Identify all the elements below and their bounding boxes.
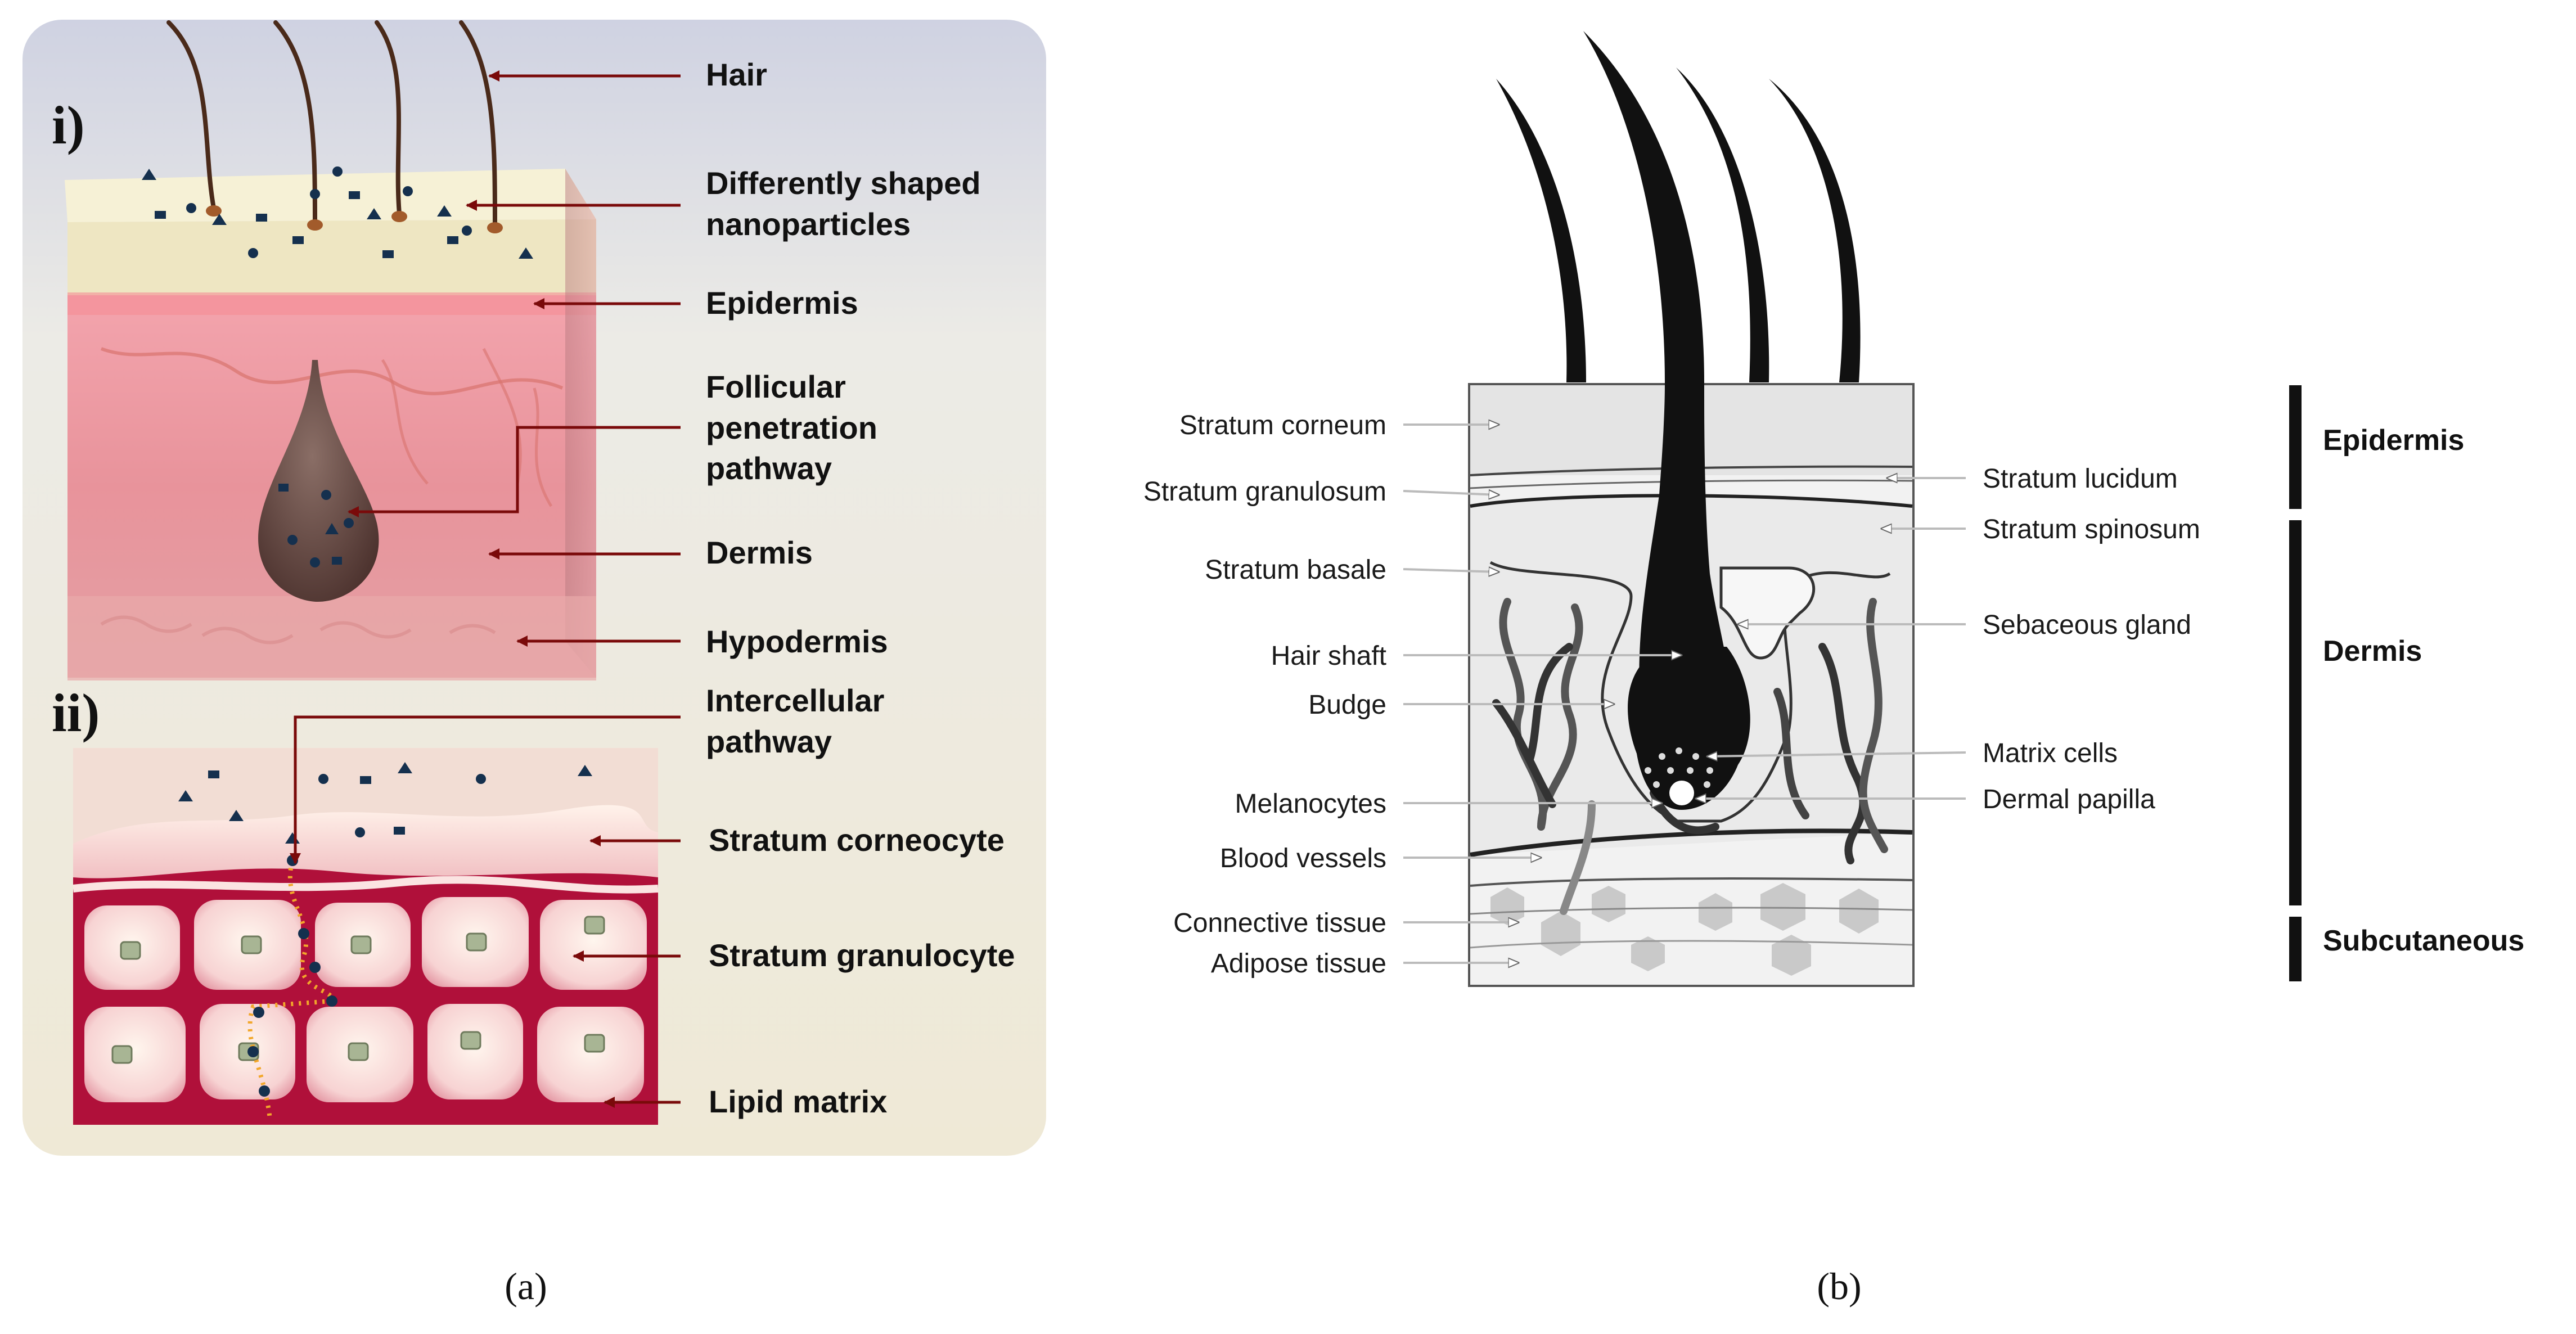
bracket-epidermis	[2289, 385, 2302, 509]
label-hair: Hair	[706, 57, 767, 92]
hypodermis-texture	[100, 615, 496, 645]
label-stratum-granulocyte: Stratum granulocyte	[709, 938, 1015, 973]
label-stratum-granulosum: Stratum granulosum	[1143, 477, 1386, 507]
section-i-label: i)	[52, 95, 85, 155]
matrix-cells	[1645, 747, 1713, 788]
label-dermal-papilla: Dermal papilla	[1983, 785, 2155, 814]
label-stratum-corneum: Stratum corneum	[1179, 411, 1386, 440]
label-blood-vessels: Blood vessels	[1220, 844, 1386, 873]
label-intercellular-pathway: Intercellular pathway	[706, 683, 893, 759]
label-stratum-basale: Stratum basale	[1205, 555, 1386, 585]
label-connective-tissue: Connective tissue	[1173, 908, 1386, 938]
label-stratum-lucidum: Stratum lucidum	[1983, 464, 2178, 494]
adipose-line	[1470, 940, 1913, 949]
adipose-cells	[1490, 883, 1879, 976]
label-matrix-cells: Matrix cells	[1983, 738, 2118, 768]
label-follicular-pathway: Follicular penetration pathway	[706, 369, 886, 486]
caption-a: (a)	[505, 1265, 547, 1308]
label-melanocytes: Melanocytes	[1235, 789, 1386, 819]
bracket-dermis	[2289, 520, 2302, 905]
label-sebaceous-gland: Sebaceous gland	[1983, 610, 2191, 640]
connective-line	[1470, 877, 1913, 887]
layer-brackets	[2289, 385, 2302, 981]
follicle-nanoparticles	[278, 484, 354, 567]
label-lipid-matrix: Lipid matrix	[709, 1084, 887, 1119]
label-hair-shaft: Hair shaft	[1271, 641, 1386, 671]
label-dermis: Dermis	[706, 535, 813, 570]
skin-block	[65, 20, 596, 680]
blood-vessels	[1492, 598, 1888, 915]
label-adipose-tissue: Adipose tissue	[1211, 949, 1386, 979]
dermis-line	[1470, 828, 1913, 857]
label-layer-dermis: Dermis	[2323, 635, 2422, 668]
connective-line	[1470, 907, 1913, 915]
label-layer-subcutaneous: Subcutaneous	[2323, 925, 2524, 957]
caption-b: (b)	[1817, 1265, 1861, 1308]
stratum-surface-nanoparticles	[178, 762, 592, 837]
bracket-subcutaneous	[2289, 917, 2302, 981]
epidermis-top-face	[65, 169, 596, 222]
sebaceous-gland	[1719, 566, 1816, 660]
label-stratum-corneocyte: Stratum corneocyte	[709, 822, 1005, 858]
right-arrows	[1696, 478, 1966, 799]
label-budge: Budge	[1308, 690, 1386, 720]
epidermis-front	[67, 219, 596, 298]
pathway-nanoparticles	[247, 832, 337, 1097]
panel-b: Stratum corneum Stratum granulosum Strat…	[1143, 31, 2524, 1308]
dermal-papilla	[1669, 781, 1694, 805]
panel-a-arrows	[290, 70, 681, 1108]
hair-bulb	[1628, 647, 1750, 810]
label-epidermis: Epidermis	[706, 285, 858, 321]
hypodermis-band	[67, 596, 596, 680]
corneocyte-layer-2	[73, 876, 659, 894]
blood-vessel	[100, 347, 564, 395]
corneocyte-layer	[73, 805, 658, 878]
stratum-section	[73, 748, 659, 1125]
blood-vessel-branches	[381, 348, 553, 507]
hair-strands-b	[1496, 31, 1861, 382]
block-side	[565, 169, 596, 678]
cell-nuclei	[111, 916, 605, 1064]
hair-roots	[206, 205, 503, 233]
panel-a: i) ii) Hair Differently shaped nanoparti…	[22, 20, 1046, 1308]
label-hypodermis: Hypodermis	[706, 624, 888, 659]
left-arrows	[1403, 425, 1682, 963]
label-nanoparticles: Differently shaped nanoparticles	[706, 165, 989, 242]
label-layer-epidermis: Epidermis	[2323, 424, 2464, 457]
label-stratum-spinosum: Stratum spinosum	[1983, 515, 2200, 544]
dermis-glow	[67, 292, 596, 315]
right-labels: Stratum lucidum Stratum spinosum Sebaceo…	[1983, 464, 2200, 814]
section-ii-label: ii)	[52, 683, 100, 743]
left-labels: Stratum corneum Stratum granulosum Strat…	[1143, 411, 1386, 979]
surface-nanoparticles	[142, 166, 533, 259]
